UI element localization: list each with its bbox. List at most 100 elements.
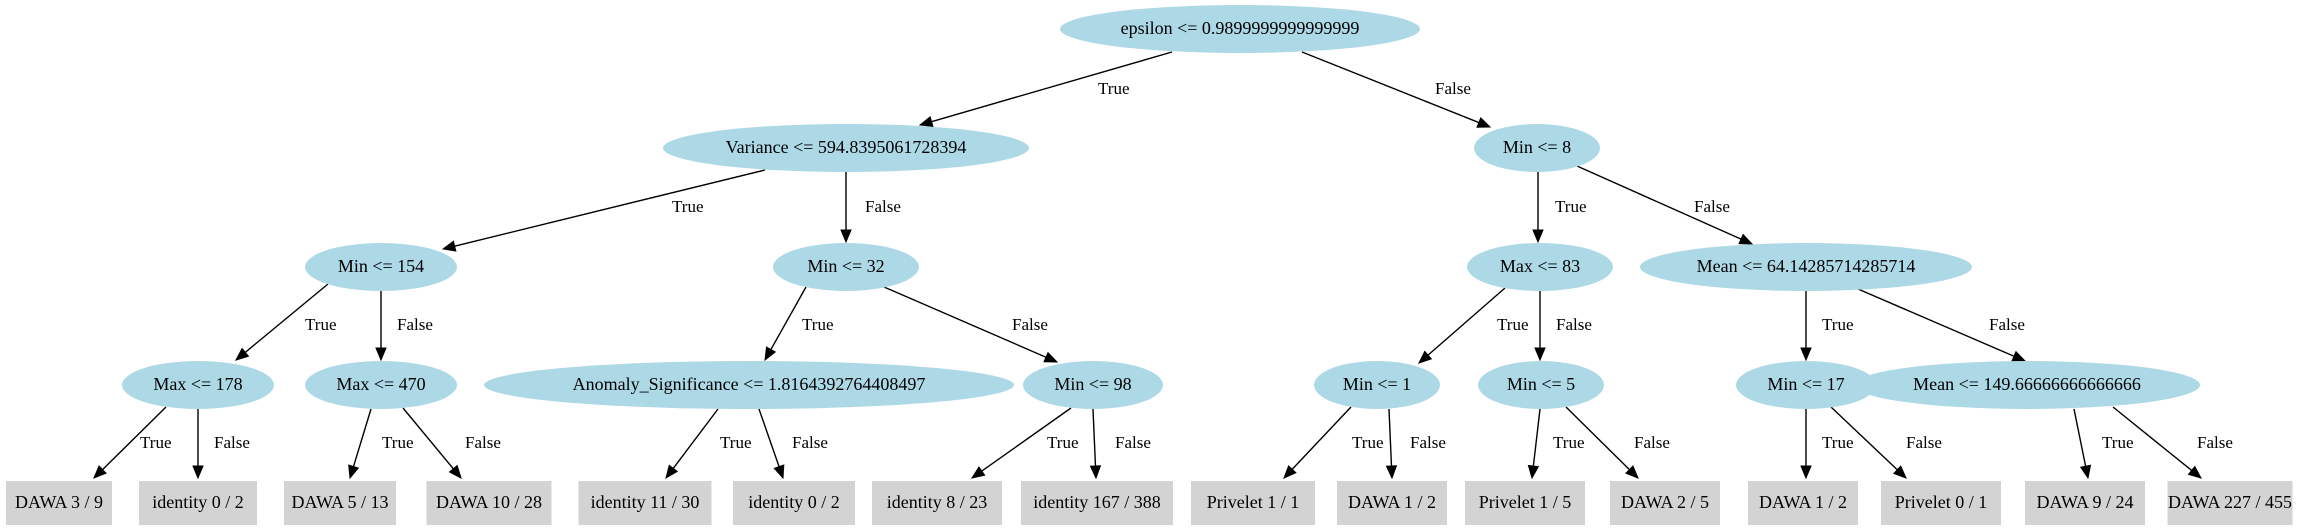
edge-label-true: True — [1555, 197, 1587, 216]
arrowhead — [1476, 117, 1492, 128]
leaf-box — [1881, 481, 2001, 525]
leaf-node-l13: DAWA 1 / 2 — [1748, 481, 1858, 525]
edge-line — [1388, 408, 1393, 467]
leaf-label: DAWA 5 / 13 — [291, 492, 388, 512]
edge-line — [981, 407, 1072, 472]
leaf-node-l3: DAWA 5 / 13 — [284, 481, 396, 525]
arrowhead — [1534, 347, 1546, 362]
decision-node-n2: Min <= 8 — [1474, 124, 1600, 172]
arrowhead — [918, 115, 934, 128]
leaf-node-l5: identity 11 / 30 — [578, 481, 712, 525]
node-ellipse — [1060, 5, 1420, 53]
decision-node-n0: epsilon <= 0.9899999999999999 — [1060, 5, 1420, 53]
edge-n10-l8: False — [1089, 408, 1151, 480]
edge-line — [1301, 51, 1480, 124]
leaf-box — [2167, 481, 2293, 525]
edge-label-true: True — [2102, 433, 2134, 452]
node-ellipse — [1467, 243, 1613, 291]
arrowhead — [970, 466, 986, 479]
decision-node-n13: Min <= 17 — [1736, 361, 1876, 409]
decision-node-n14: Mean <= 149.66666666666666 — [1854, 361, 2200, 409]
arrowhead — [2079, 464, 2092, 480]
edge-label-true: True — [1822, 433, 1854, 452]
arrowhead — [1738, 233, 1754, 245]
edge-n5-n12: False — [1534, 291, 1592, 362]
arrowhead — [1800, 347, 1812, 362]
arrowhead — [1283, 464, 1297, 479]
decision-node-n9: Anomaly_Significance <= 1.81643927644084… — [484, 361, 1014, 409]
node-label: Min <= 17 — [1767, 374, 1844, 394]
edge-label-true: True — [720, 433, 752, 452]
decision-node-n1: Variance <= 594.8395061728394 — [663, 124, 1029, 172]
edge-line — [1427, 287, 1506, 356]
node-label: Mean <= 64.14285714285714 — [1697, 256, 1916, 276]
leaf-box — [284, 481, 396, 525]
arrowhead — [665, 464, 679, 480]
arrowhead — [1418, 350, 1433, 364]
edge-label-true: True — [1352, 433, 1384, 452]
arrowhead — [1089, 465, 1102, 480]
node-label: Min <= 1 — [1343, 374, 1411, 394]
edge-label-true: True — [140, 433, 172, 452]
edge-label-false: False — [397, 315, 433, 334]
edge-n4-n9: True — [764, 286, 834, 362]
node-ellipse — [1023, 361, 1163, 409]
edge-label-false: False — [1634, 433, 1670, 452]
leaf-node-l15: DAWA 9 / 24 — [2025, 481, 2145, 525]
node-ellipse — [122, 361, 274, 409]
edge-n13-l14: False — [1830, 406, 1942, 479]
node-ellipse — [305, 361, 457, 409]
edge-n1-n4: False — [840, 172, 901, 244]
edge-label-false: False — [465, 433, 501, 452]
decision-node-n6: Mean <= 64.14285714285714 — [1640, 243, 1972, 291]
leaf-box — [139, 481, 257, 525]
leaf-label: identity 167 / 388 — [1033, 492, 1161, 512]
leaf-box — [426, 481, 552, 525]
leaf-node-l4: DAWA 10 / 28 — [426, 481, 552, 525]
node-label: Anomaly_Significance <= 1.81643927644084… — [573, 374, 926, 394]
leaf-label: Privelet 1 / 5 — [1479, 492, 1572, 512]
edge-label-false: False — [1115, 433, 1151, 452]
leaf-box — [733, 481, 855, 525]
node-ellipse — [1314, 361, 1440, 409]
decision-node-n3: Min <= 154 — [305, 243, 457, 291]
edge-n2-n6: False — [1576, 165, 1754, 245]
edge-label-true: True — [1098, 79, 1130, 98]
edge-label-false: False — [865, 197, 901, 216]
arrowhead — [2011, 350, 2027, 362]
leaf-box — [872, 481, 1002, 525]
leaf-node-l2: identity 0 / 2 — [139, 481, 257, 525]
edge-n11-l10: False — [1385, 408, 1446, 480]
decision-node-n12: Min <= 5 — [1478, 361, 1604, 409]
edge-n3-n7: True — [234, 283, 337, 361]
decision-node-n5: Max <= 83 — [1467, 243, 1613, 291]
edge-label-true: True — [1553, 433, 1585, 452]
decision-node-n4: Min <= 32 — [773, 243, 919, 291]
edge-n7-l1: True — [93, 406, 172, 479]
leaf-box — [1465, 481, 1585, 525]
leaf-node-l10: DAWA 1 / 2 — [1337, 481, 1447, 525]
edge-n2-n5: True — [1532, 172, 1587, 244]
edge-n6-n14: False — [1857, 288, 2027, 362]
edge-n13-l13: True — [1800, 409, 1854, 480]
arrowhead — [375, 347, 387, 362]
edge-label-true: True — [1497, 315, 1529, 334]
edge-line — [2073, 408, 2087, 467]
leaf-node-l11: Privelet 1 / 5 — [1465, 481, 1585, 525]
edge-line — [1830, 406, 1898, 471]
leaf-node-l14: Privelet 0 / 1 — [1881, 481, 2001, 525]
edge-line — [1857, 288, 2015, 357]
leaf-box — [2025, 481, 2145, 525]
leaf-label: DAWA 9 / 24 — [2036, 492, 2133, 512]
edge-n4-n10: False — [883, 286, 1059, 363]
edge-label-false: False — [1435, 79, 1471, 98]
leaf-box — [578, 481, 712, 525]
edge-label-false: False — [1694, 197, 1730, 216]
node-ellipse — [773, 243, 919, 291]
leaf-box — [1021, 481, 1173, 525]
leaf-node-l16: DAWA 227 / 455 — [2167, 481, 2293, 525]
arrowhead — [2187, 465, 2203, 479]
node-label: Min <= 5 — [1507, 374, 1575, 394]
leaf-label: DAWA 10 / 28 — [436, 492, 542, 512]
